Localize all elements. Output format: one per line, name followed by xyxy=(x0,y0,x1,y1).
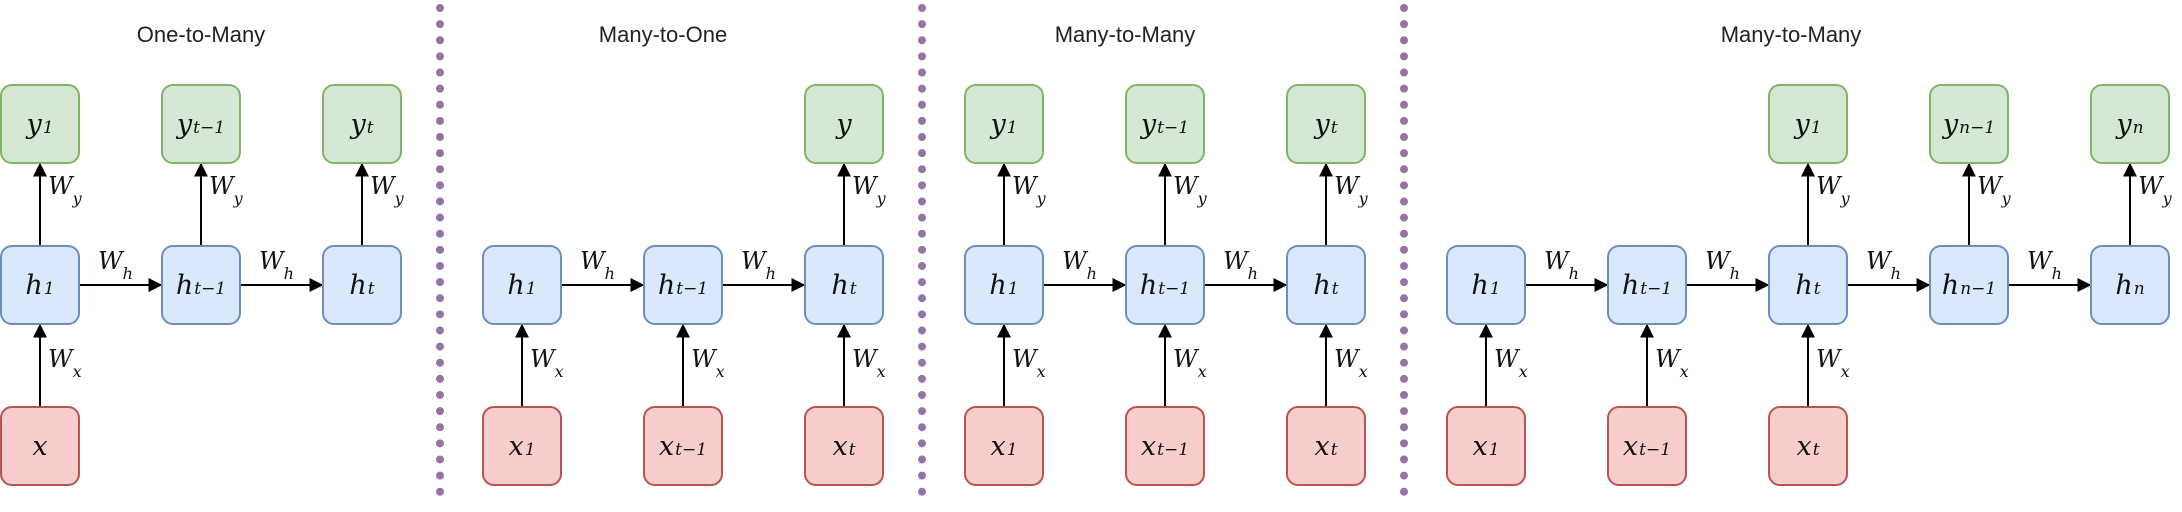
recurrent-weight-label: Wh xyxy=(1062,247,1097,283)
panel-title: Many-to-Many xyxy=(1720,22,1862,47)
output-weight-label: Wy xyxy=(1977,172,2011,208)
panel-divider xyxy=(436,4,444,496)
recurrent-weight-label: Wh xyxy=(98,247,133,283)
input-weight-label: Wx xyxy=(1655,345,1689,381)
recurrent-weight-label: Wh xyxy=(2027,247,2062,283)
recurrent-weight-label: Wh xyxy=(1866,247,1901,283)
output-weight-label: Wy xyxy=(209,172,243,208)
output-weight-label: Wy xyxy=(1816,172,1850,208)
output-weight-label: Wy xyxy=(852,172,886,208)
output-weight-label: Wy xyxy=(370,172,404,208)
recurrent-weight-label: Wh xyxy=(580,247,615,283)
panel-divider xyxy=(1400,4,1408,496)
input-weight-label: Wx xyxy=(1494,345,1528,381)
output-weight-label: Wy xyxy=(48,172,82,208)
panel-title: Many-to-One xyxy=(598,22,728,47)
input-weight-label: Wx xyxy=(1012,345,1046,381)
output-weight-label: Wy xyxy=(1012,172,1046,208)
input-node: x xyxy=(0,406,80,486)
input-weight-label: Wx xyxy=(1816,345,1850,381)
input-weight-label: Wx xyxy=(691,345,725,381)
input-weight-label: Wx xyxy=(48,345,82,381)
output-weight-label: Wy xyxy=(1334,172,1368,208)
recurrent-weight-label: Wh xyxy=(259,247,294,283)
output-node: y xyxy=(804,84,884,164)
input-weight-label: Wx xyxy=(1334,345,1368,381)
input-weight-label: Wx xyxy=(530,345,564,381)
recurrent-weight-label: Wh xyxy=(1223,247,1258,283)
input-weight-label: Wx xyxy=(852,345,886,381)
recurrent-weight-label: Wh xyxy=(1544,247,1579,283)
input-weight-label: Wx xyxy=(1173,345,1207,381)
panel-title: One-to-Many xyxy=(136,22,266,47)
output-weight-label: Wy xyxy=(1173,172,1207,208)
panel-divider xyxy=(918,4,926,496)
recurrent-weight-label: Wh xyxy=(1705,247,1740,283)
recurrent-weight-label: Wh xyxy=(741,247,776,283)
panel-title: Many-to-Many xyxy=(1054,22,1196,47)
output-weight-label: Wy xyxy=(2138,172,2172,208)
